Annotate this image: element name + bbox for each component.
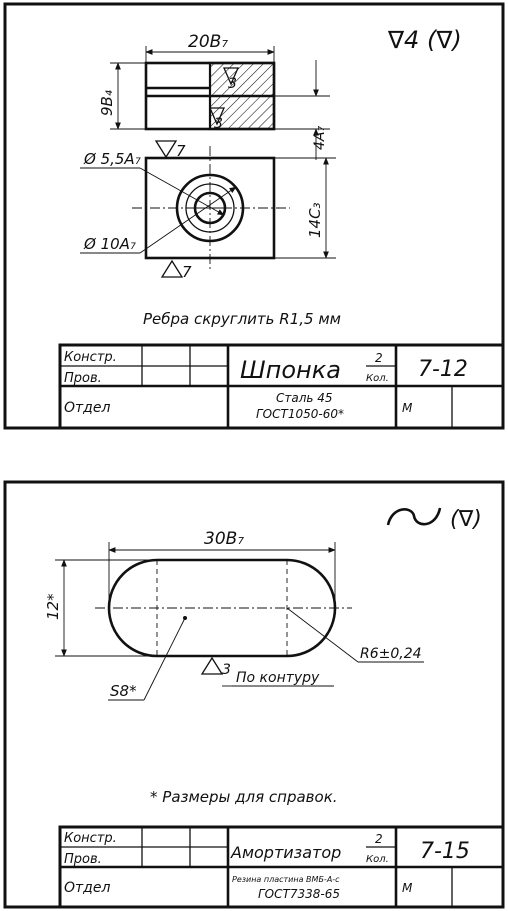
svg-text:Кол.: Кол.: [366, 373, 389, 384]
svg-text:9B₄: 9B₄: [98, 90, 116, 116]
dim-right-top: 4A₇: [274, 60, 330, 160]
svg-text:2: 2: [375, 832, 383, 846]
svg-text:Ø 10A₇: Ø 10A₇: [83, 235, 136, 253]
front-view: [144, 61, 276, 131]
title-block: Констр. Пров. Отдел Шпонка 2 Кол. 7-12 С…: [58, 343, 505, 430]
finish-mark-b: 3: [209, 107, 225, 132]
damper-outline: [95, 558, 352, 658]
dim-length: 30B₇: [108, 529, 336, 608]
finish-mark-a: 3: [223, 67, 239, 92]
dim-thickness: S8*: [108, 616, 187, 701]
roughness-mark: (∇): [450, 507, 482, 532]
dim-hole-outer: Ø 10A₇: [80, 186, 237, 254]
part-name: Шпонка: [240, 356, 341, 384]
note-text: * Размеры для справок.: [150, 788, 338, 806]
svg-text:Кол.: Кол.: [366, 854, 389, 865]
svg-text:По контуру: По контуру: [236, 670, 320, 686]
svg-text:Констр.: Констр.: [64, 831, 117, 846]
svg-text:Констр.: Констр.: [64, 350, 117, 365]
title-block: Констр. Пров. Отдел Амортизатор 2 Кол. 7…: [58, 825, 505, 909]
drawing-number: 7-15: [420, 839, 470, 864]
svg-text:12*: 12*: [44, 593, 62, 620]
svg-text:М: М: [402, 881, 413, 895]
part-name: Амортизатор: [230, 843, 341, 862]
drawing-sheet-damper: (∇) 30B₇ 12* R6±0,24 S8* 3 По: [0, 478, 508, 911]
dim-radius: R6±0,24: [286, 607, 424, 663]
svg-text:М: М: [402, 401, 413, 415]
svg-text:Отдел: Отдел: [64, 880, 110, 896]
dim-right-bottom: 14C₃: [274, 157, 336, 259]
svg-text:30B₇: 30B₇: [204, 529, 244, 549]
surface-mark-icon: [386, 507, 442, 526]
svg-text:3: 3: [228, 76, 237, 92]
svg-text:Пров.: Пров.: [64, 371, 102, 386]
svg-text:Резина пластина ВМБ-А-с: Резина пластина ВМБ-А-с: [232, 875, 340, 884]
dim-hole-inner: Ø 5,5A₇: [80, 150, 225, 216]
note-text: Ребра скруглить R1,5 мм: [143, 310, 341, 328]
svg-text:S8*: S8*: [110, 682, 137, 700]
svg-text:Ø 5,5A₇: Ø 5,5A₇: [83, 150, 141, 168]
svg-text:Сталь 45: Сталь 45: [276, 391, 333, 405]
key-drawing: ∇4 (∇) 3 3 20B₇ 9B₄ 4A₇: [3, 2, 505, 430]
finish-mark-bottom: 7: [160, 259, 192, 281]
svg-text:Пров.: Пров.: [64, 852, 102, 867]
dim-height: 12*: [44, 559, 157, 657]
svg-text:3: 3: [214, 116, 223, 132]
dim-width: 20B₇: [145, 32, 275, 63]
dim-height-left: 9B₄: [98, 62, 146, 130]
roughness-mark: ∇4 (∇): [387, 26, 462, 54]
plan-view: [132, 146, 290, 272]
damper-drawing: (∇) 30B₇ 12* R6±0,24 S8* 3 По: [3, 480, 505, 909]
svg-text:14C₃: 14C₃: [306, 202, 324, 238]
svg-text:2: 2: [375, 351, 383, 365]
svg-text:ГОСТ1050-60*: ГОСТ1050-60*: [256, 407, 344, 421]
svg-text:ГОСТ7338-65: ГОСТ7338-65: [258, 887, 340, 901]
drawing-sheet-key: ∇4 (∇) 3 3 20B₇ 9B₄ 4A₇: [0, 0, 508, 432]
svg-text:3: 3: [222, 662, 231, 678]
svg-text:7: 7: [176, 142, 186, 160]
finish-mark-contour: 3 По контуру: [200, 656, 334, 687]
svg-text:4A₇: 4A₇: [312, 126, 328, 150]
svg-text:20B₇: 20B₇: [188, 32, 228, 52]
svg-text:R6±0,24: R6±0,24: [360, 646, 422, 662]
hole-outer-circle: [175, 173, 245, 243]
svg-text:7: 7: [182, 263, 192, 281]
finish-mark-top: 7: [154, 140, 186, 160]
drawing-number: 7-12: [418, 357, 468, 382]
svg-text:Отдел: Отдел: [64, 400, 110, 416]
